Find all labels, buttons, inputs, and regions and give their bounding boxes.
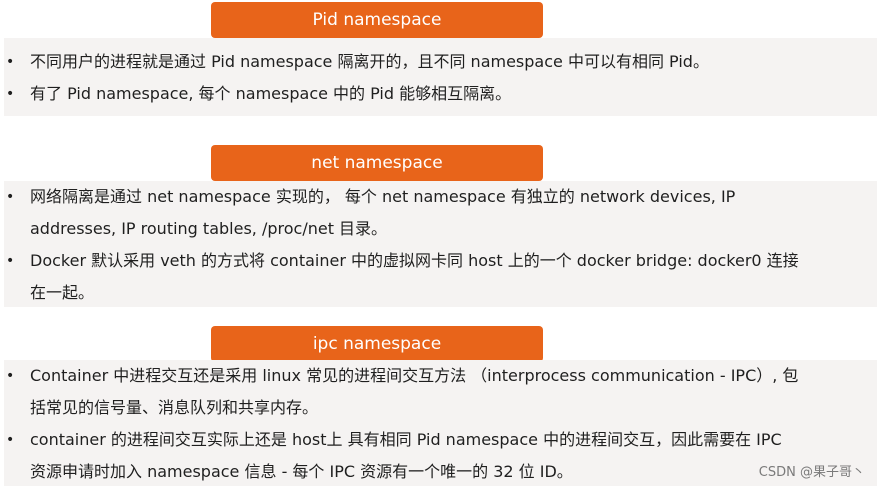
- pid-namespace-title: Pid namespace: [211, 2, 543, 38]
- net-bullet-text-2: Docker 默认采用 veth 的方式将 container 中的虚拟网卡同 …: [30, 251, 799, 302]
- ipc-namespace-panel: • Container 中进程交互还是采用 linux 常见的进程间交互方法 （…: [4, 360, 877, 486]
- bullet-dot: •: [6, 54, 15, 70]
- bullet-dot: •: [6, 86, 15, 102]
- ipc-bullet-text-2: container 的进程间交互实际上还是 host上 具有相同 Pid nam…: [30, 430, 782, 481]
- pid-bullet-text-2: 有了 Pid namespace, 每个 namespace 中的 Pid 能够…: [30, 84, 512, 103]
- bullet-dot: •: [6, 432, 15, 448]
- bullet-dot: •: [6, 368, 15, 384]
- bullet-dot: •: [6, 189, 15, 205]
- net-namespace-panel: • 网络隔离是通过 net namespace 实现的， 每个 net name…: [4, 181, 877, 307]
- pid-bullet-text-1: 不同用户的进程就是通过 Pid namespace 隔离开的，且不同 names…: [30, 52, 709, 71]
- net-namespace-title: net namespace: [211, 145, 543, 181]
- csdn-watermark: CSDN @果子哥丶: [758, 465, 865, 480]
- ipc-namespace-title: ipc namespace: [211, 326, 543, 362]
- bullet-dot: •: [6, 253, 15, 269]
- net-bullet-text-1: 网络隔离是通过 net namespace 实现的， 每个 net namesp…: [30, 187, 736, 238]
- ipc-bullet-text-1: Container 中进程交互还是采用 linux 常见的进程间交互方法 （in…: [30, 366, 799, 417]
- pid-namespace-panel: • 不同用户的进程就是通过 Pid namespace 隔离开的，且不同 nam…: [4, 38, 877, 116]
